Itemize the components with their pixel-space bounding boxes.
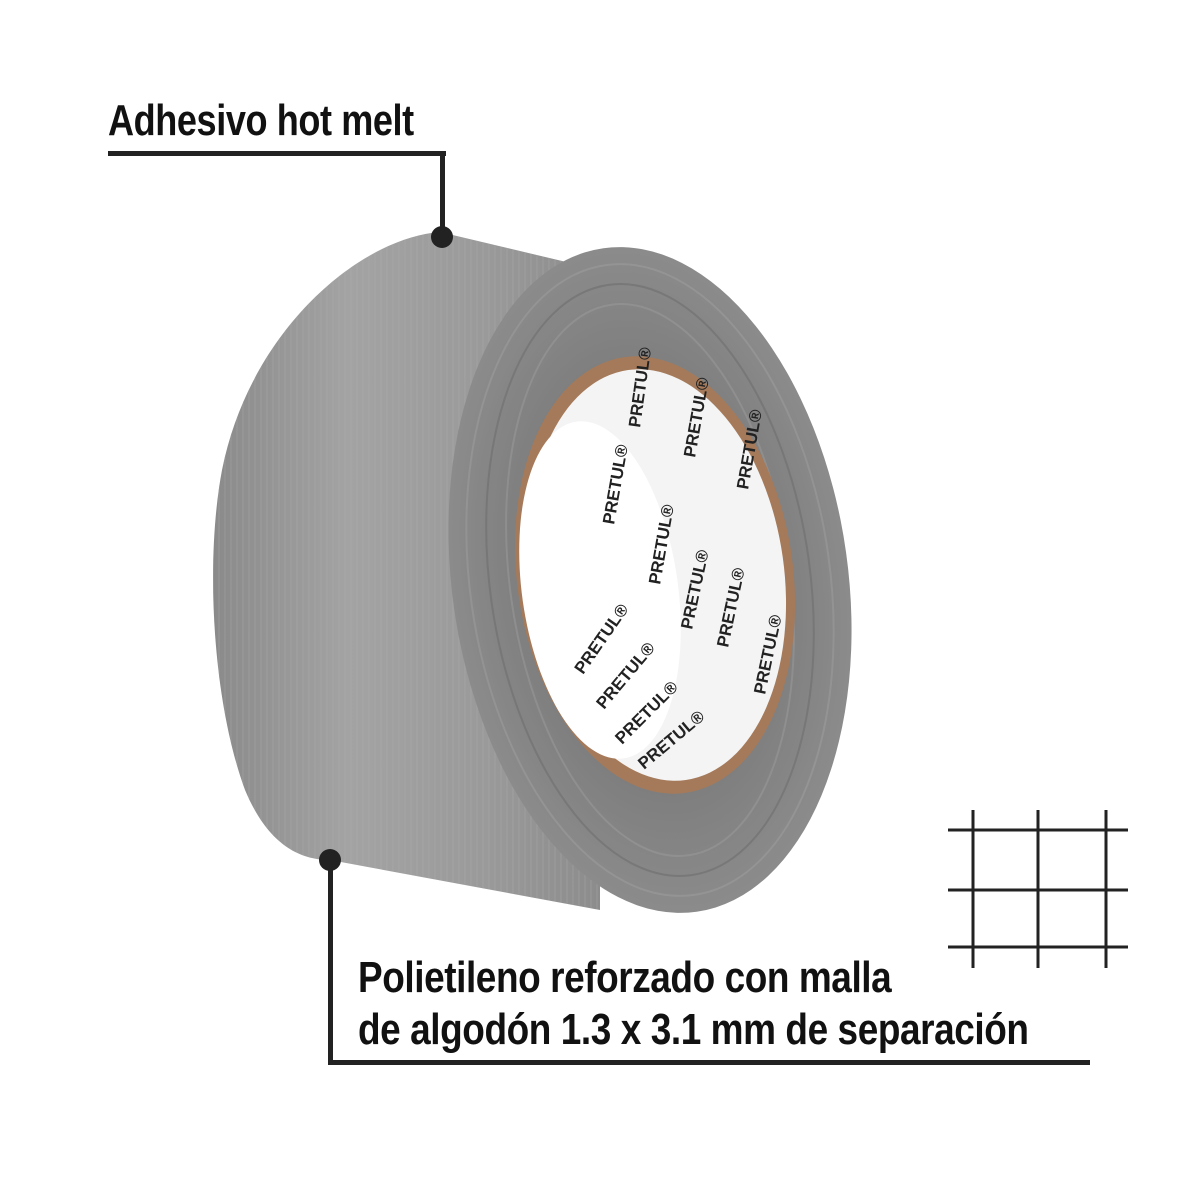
mesh-grid-icon <box>948 810 1128 968</box>
callout-bottom-horizontal-line <box>328 1060 1090 1065</box>
callout-top-vertical-line <box>440 151 445 235</box>
callout-bottom-vertical-line <box>328 860 333 1065</box>
callout-material-label: Polietileno reforzado con malla de algod… <box>358 952 1029 1056</box>
callout-material-line-1: Polietileno reforzado con malla <box>358 953 892 1002</box>
tape-roll-face <box>448 247 852 913</box>
callout-material-line-2: de algodón 1.3 x 3.1 mm de separación <box>358 1005 1029 1054</box>
callout-top-horizontal-line <box>108 151 446 156</box>
callout-top-dot <box>431 226 453 248</box>
callout-adhesive-label: Adhesivo hot melt <box>108 96 414 145</box>
